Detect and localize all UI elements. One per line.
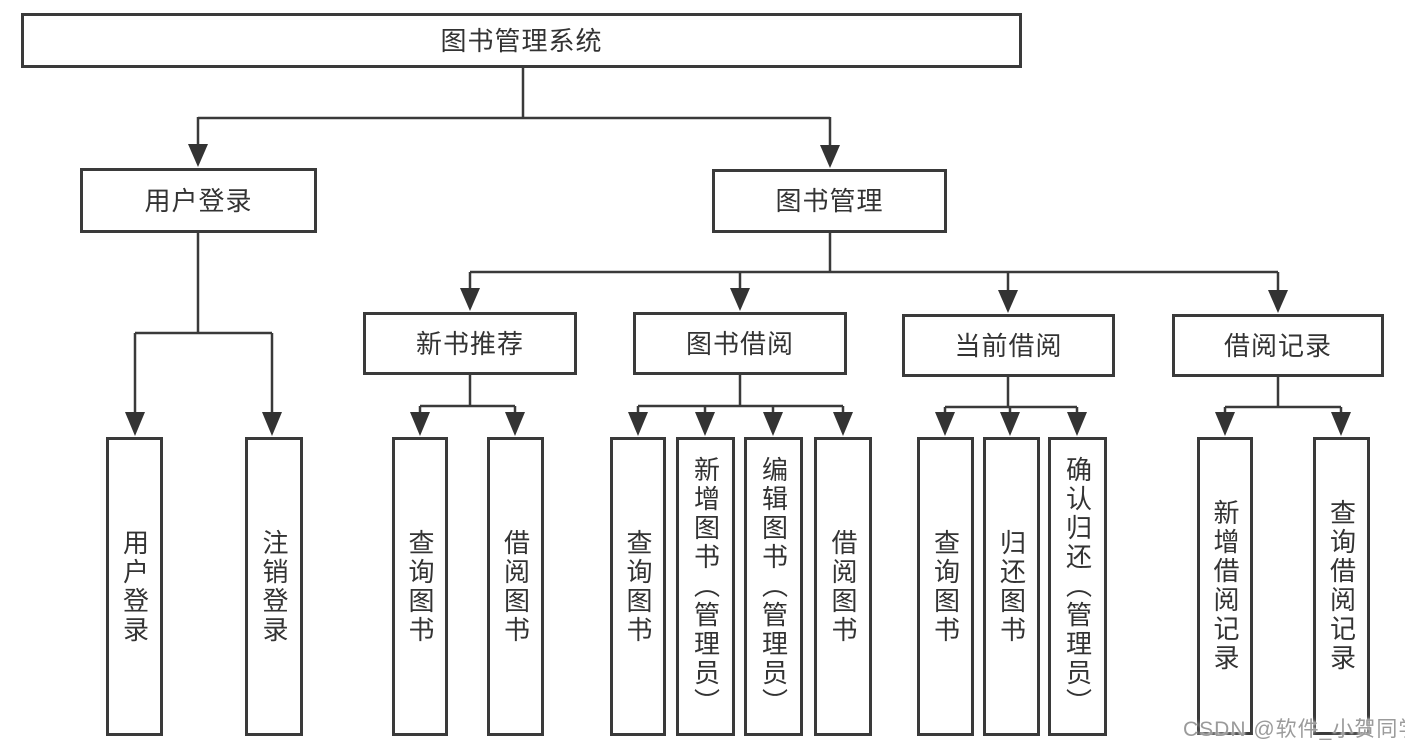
leaf-borrow-books-1: 借阅图书 xyxy=(487,437,544,736)
leaf-return-books: 归还图书 xyxy=(983,437,1040,736)
node-book-management-branch: 图书管理 xyxy=(712,169,947,233)
node-book-borrowing: 图书借阅 xyxy=(633,312,847,375)
leaf-user-login: 用户登录 xyxy=(106,437,163,736)
node-book-management-system: 图书管理系统 xyxy=(21,13,1022,68)
node-book-borrowing-label: 图书借阅 xyxy=(685,328,794,359)
leaf-confirm-return-admin: 确认归还（管理员） xyxy=(1048,437,1107,736)
node-book-management-branch-label: 图书管理 xyxy=(775,186,884,216)
leaf-query-books-2: 查询图书 xyxy=(610,437,666,736)
leaf-edit-books-admin-label: 编辑图书（管理员） xyxy=(758,456,789,717)
leaf-logout-label: 注销登录 xyxy=(259,528,289,645)
leaf-query-borrow-record: 查询借阅记录 xyxy=(1313,437,1370,735)
node-book-management-system-label: 图书管理系统 xyxy=(440,25,603,56)
leaf-user-login-label: 用户登录 xyxy=(119,528,150,645)
leaf-query-borrow-record-label: 查询借阅记录 xyxy=(1326,499,1357,673)
leaf-query-books-3: 查询图书 xyxy=(917,437,974,736)
csdn-watermark: CSDN @软件_小贺同学 xyxy=(1183,718,1405,741)
leaf-query-books-2-label: 查询图书 xyxy=(623,528,653,645)
leaf-confirm-return-admin-label: 确认归还（管理员） xyxy=(1062,456,1093,717)
leaf-query-books-1: 查询图书 xyxy=(392,437,448,736)
leaf-logout: 注销登录 xyxy=(245,437,303,736)
leaf-add-books-admin: 新增图书（管理员） xyxy=(676,437,735,736)
leaf-edit-books-admin: 编辑图书（管理员） xyxy=(744,437,803,736)
leaf-return-books-label: 归还图书 xyxy=(996,528,1027,645)
leaf-borrow-books-2: 借阅图书 xyxy=(814,437,872,736)
node-current-borrowing-label: 当前借阅 xyxy=(954,330,1063,361)
node-user-login-branch: 用户登录 xyxy=(80,168,317,233)
leaf-add-books-admin-label: 新增图书（管理员） xyxy=(690,456,721,717)
leaf-add-borrow-record-label: 新增借阅记录 xyxy=(1210,499,1240,673)
leaf-borrow-books-2-label: 借阅图书 xyxy=(828,528,858,645)
leaf-query-books-3-label: 查询图书 xyxy=(930,528,961,645)
node-current-borrowing: 当前借阅 xyxy=(902,314,1115,377)
node-user-login-branch-label: 用户登录 xyxy=(144,185,253,216)
leaf-borrow-books-1-label: 借阅图书 xyxy=(500,528,531,645)
node-borrowing-records: 借阅记录 xyxy=(1172,314,1384,377)
leaf-add-borrow-record: 新增借阅记录 xyxy=(1197,437,1253,735)
node-new-book-recommendation-label: 新书推荐 xyxy=(415,328,524,359)
leaf-query-books-1-label: 查询图书 xyxy=(405,528,435,645)
node-new-book-recommendation: 新书推荐 xyxy=(363,312,577,375)
node-borrowing-records-label: 借阅记录 xyxy=(1223,330,1332,361)
